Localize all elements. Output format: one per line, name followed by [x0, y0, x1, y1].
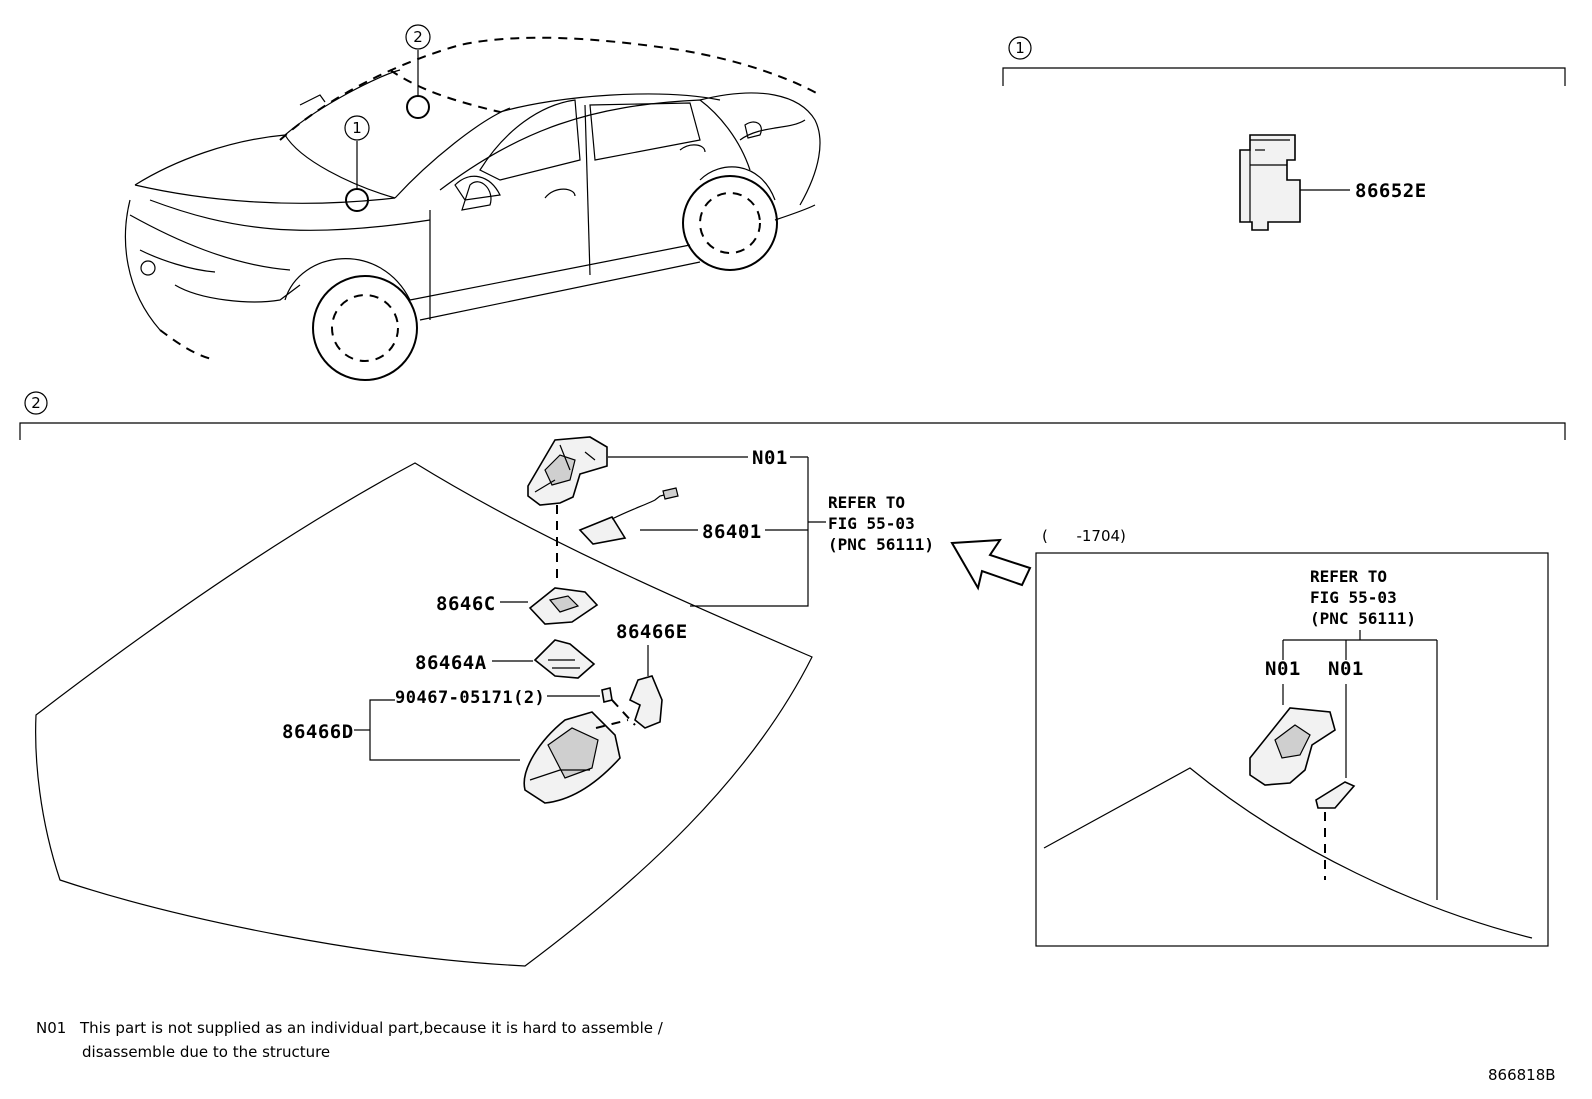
- inset-part-n01-sensor: [1315, 781, 1356, 809]
- inset-part-n01-bracket: [1249, 707, 1336, 786]
- car-illustration: [124, 36, 821, 381]
- part-86401-sensor: [578, 487, 679, 545]
- label-86652e: 86652E: [1355, 180, 1427, 202]
- label-86401: 86401: [702, 521, 762, 543]
- refer-line-2: FIG 55-03: [828, 514, 915, 533]
- footnote-code: N01: [36, 1019, 66, 1037]
- inset-label-n01-b: N01: [1328, 658, 1364, 680]
- label-86464a: 86464A: [415, 652, 487, 674]
- refer-bracket: [690, 457, 809, 607]
- section-2-header: 2: [19, 391, 1566, 440]
- footnote-line-1: This part is not supplied as an individu…: [79, 1019, 664, 1037]
- part-8646c-cover: [528, 587, 599, 625]
- inset-label-n01-a: N01: [1265, 658, 1301, 680]
- illustration-id: 866818B: [1488, 1066, 1556, 1084]
- label-86466e: 86466E: [616, 621, 688, 643]
- footnote-line-2: disassemble due to the structure: [82, 1043, 330, 1061]
- svg-text:2: 2: [31, 394, 41, 412]
- label-8646c: 8646C: [436, 593, 496, 615]
- part-86464a-plate: [533, 639, 596, 679]
- label-86466d: 86466D: [282, 721, 354, 743]
- part-90467-clip: [601, 687, 613, 703]
- arrow-left-icon: [950, 538, 1032, 591]
- leader-86466d: [369, 699, 520, 761]
- svg-text:1: 1: [1015, 39, 1025, 57]
- refer-line-1: REFER TO: [828, 493, 905, 512]
- inset-refer-line-3: (PNC 56111): [1310, 609, 1416, 628]
- inset-refer-line-2: FIG 55-03: [1310, 588, 1397, 607]
- part-n01-bracket: [527, 436, 608, 506]
- inset-range-label: ( -1704): [1042, 527, 1126, 545]
- svg-text:2: 2: [413, 28, 423, 46]
- refer-line-3: (PNC 56111): [828, 535, 934, 554]
- callout-1-car: 1: [344, 115, 370, 141]
- inset-glass-edge: [1043, 767, 1533, 939]
- svg-text:1: 1: [352, 119, 362, 137]
- callout-2-car: 2: [405, 24, 431, 50]
- label-90467: 90467-05171(2): [395, 688, 545, 708]
- windshield-glass: [35, 462, 813, 967]
- part-86466e-cover: [628, 675, 663, 729]
- inset-frame: [1035, 552, 1549, 947]
- part-86466d-cover: [523, 711, 621, 804]
- inset-refer-line-1: REFER TO: [1310, 567, 1387, 586]
- label-n01-top: N01: [752, 447, 788, 469]
- section-1-header: 1: [1002, 36, 1566, 86]
- part-86652e-sensor: [1239, 134, 1350, 231]
